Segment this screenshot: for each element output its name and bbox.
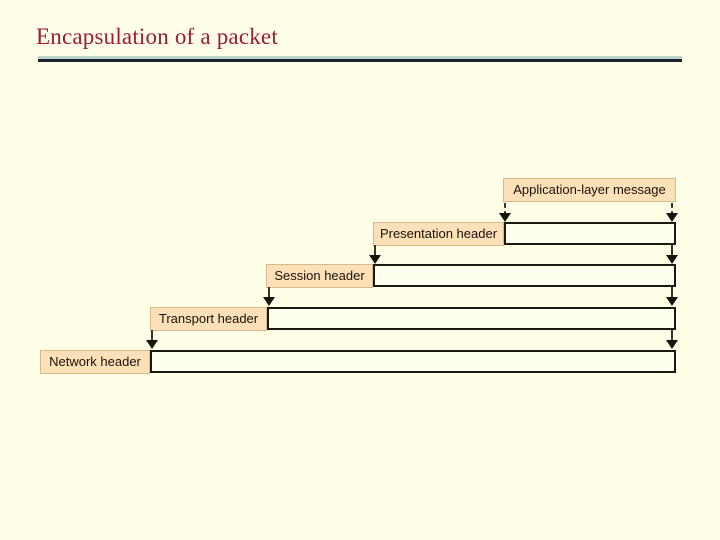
presentation-header-label: Presentation header	[373, 222, 504, 246]
connector-transport-right	[671, 330, 673, 342]
connector-session-right	[671, 287, 673, 299]
connector-application-left	[504, 203, 506, 216]
arrowhead-presentation-right-icon	[666, 255, 678, 264]
connector-transport-left	[151, 330, 153, 342]
arrowhead-application-left-icon	[499, 213, 511, 222]
application-layer-message-label: Application-layer message	[503, 178, 676, 202]
transport-header-label: Transport header	[150, 307, 267, 331]
title-divider-dark-line	[38, 59, 682, 62]
title-divider-light-line	[38, 56, 682, 59]
session-payload-box	[373, 264, 676, 287]
session-header-label: Session header	[266, 264, 373, 288]
page-title: Encapsulation of a packet	[36, 24, 278, 49]
arrowhead-presentation-left-icon	[369, 255, 381, 264]
arrowhead-session-left-icon	[263, 297, 275, 306]
arrowhead-transport-left-icon	[146, 340, 158, 349]
connector-presentation-left	[374, 245, 376, 257]
arrowhead-transport-right-icon	[666, 340, 678, 349]
connector-session-left	[268, 287, 270, 299]
connector-application-right	[671, 203, 673, 216]
title-divider	[38, 56, 682, 62]
network-payload-box	[150, 350, 676, 373]
connector-presentation-right	[671, 245, 673, 257]
network-header-label: Network header	[40, 350, 150, 374]
arrowhead-application-right-icon	[666, 213, 678, 222]
arrowhead-session-right-icon	[666, 297, 678, 306]
presentation-payload-box	[504, 222, 676, 245]
transport-payload-box	[267, 307, 676, 330]
